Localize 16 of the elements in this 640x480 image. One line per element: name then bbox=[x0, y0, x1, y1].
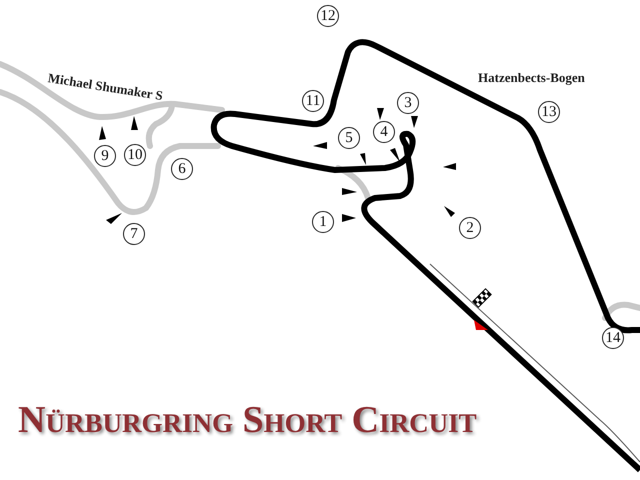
callout-number: 7 bbox=[123, 223, 145, 245]
callout-number: 6 bbox=[171, 158, 193, 180]
callout-number: 12 bbox=[317, 5, 339, 27]
callout-number: 11 bbox=[302, 90, 324, 112]
corner-name: Michael Shumaker S bbox=[46, 70, 164, 104]
callout-number: 2 bbox=[459, 217, 481, 239]
callout-number: 1 bbox=[312, 211, 334, 233]
callout-number: 13 bbox=[538, 101, 560, 123]
map-title: Nürburgring Short Circuit bbox=[18, 398, 477, 442]
callout-number: 14 bbox=[602, 327, 624, 349]
corner-name: Hatzenbects-Bogen bbox=[478, 70, 585, 86]
callout-number: 5 bbox=[338, 127, 360, 149]
callout-number: 9 bbox=[94, 145, 116, 167]
callout-number: 3 bbox=[397, 92, 419, 114]
callout-number: 4 bbox=[373, 121, 395, 143]
callout-number: 10 bbox=[124, 144, 146, 166]
